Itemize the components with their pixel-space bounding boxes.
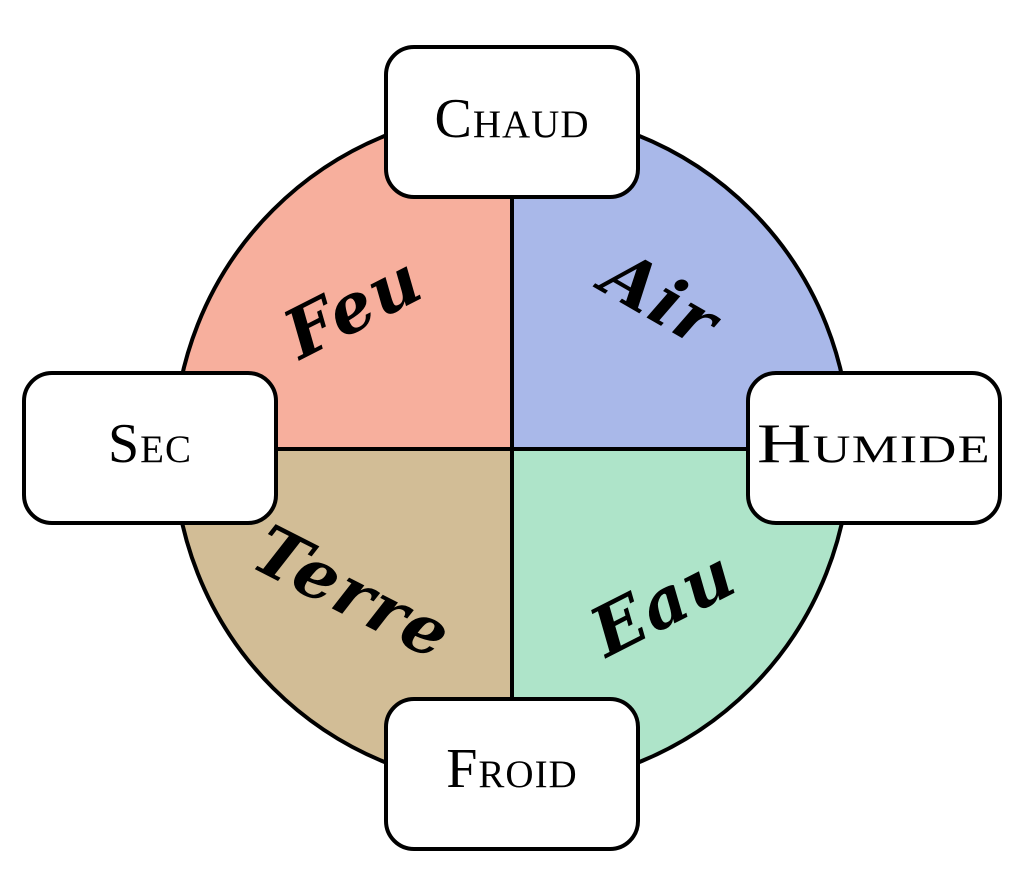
hot-quality-box: Chaud — [384, 45, 640, 199]
cold-label: Froid — [446, 738, 577, 800]
dry-quality-box: Sec — [22, 371, 278, 525]
wet-quality-box: Humide — [746, 371, 1002, 525]
wet-label: Humide — [757, 413, 991, 475]
dry-label: Sec — [108, 413, 192, 475]
cold-quality-box: Froid — [384, 697, 640, 851]
hot-label: Chaud — [434, 88, 589, 150]
